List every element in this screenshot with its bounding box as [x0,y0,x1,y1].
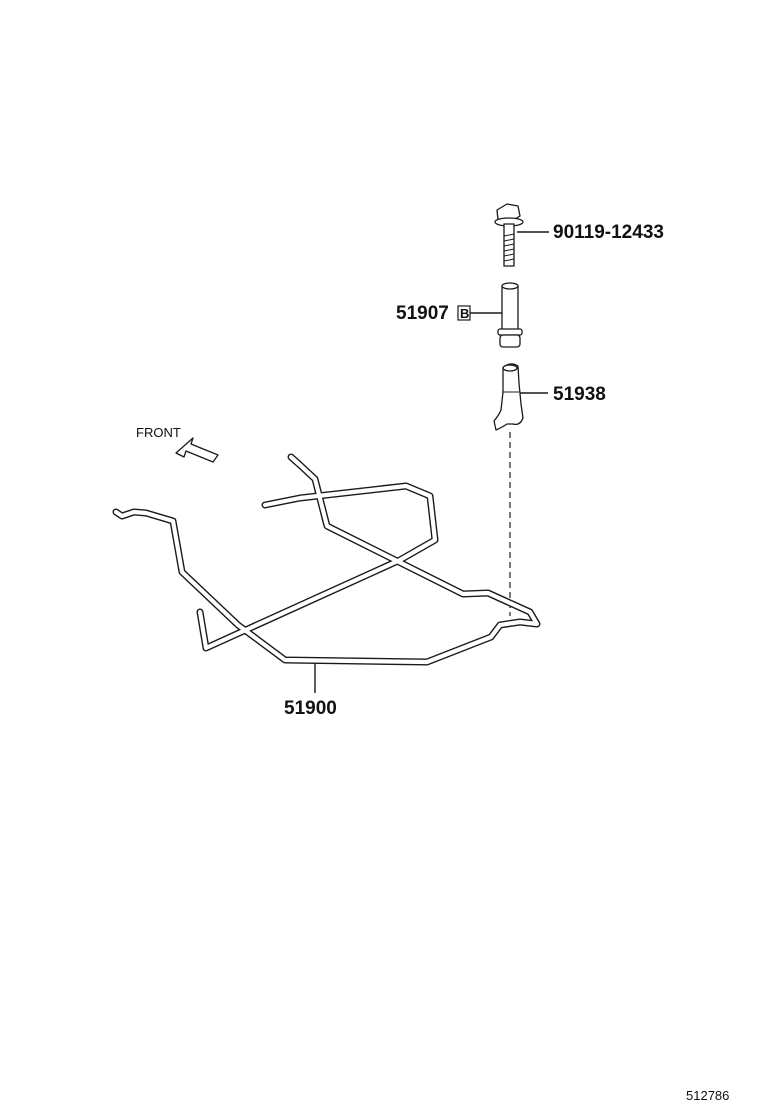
collar-part[interactable] [497,282,523,348]
jack-handle-rod[interactable] [112,453,541,666]
collar-marker-box: B [457,305,471,321]
bracket-part[interactable] [493,363,524,431]
bolt-part-number: 90119-12433 [553,222,664,243]
bolt-part[interactable] [494,203,524,267]
collar-marker-text: B [460,306,469,321]
front-arrow-icon [175,437,219,463]
diagram-id: 512786 [686,1088,729,1103]
front-label: FRONT [136,425,181,440]
bracket-part-number: 51938 [553,384,606,405]
collar-part-number: 51907 [396,303,449,324]
jack-handle-part-number: 51900 [284,698,337,719]
